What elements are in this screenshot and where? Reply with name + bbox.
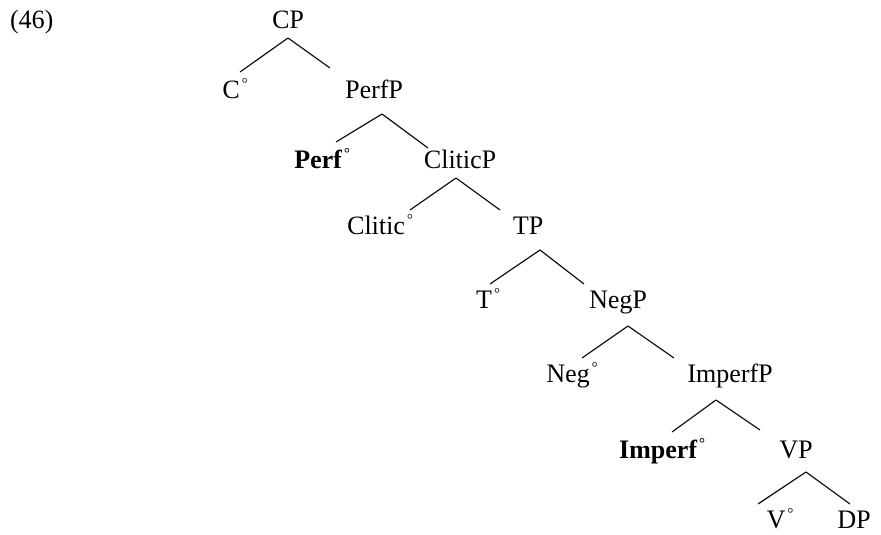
node-label: TP	[513, 211, 543, 240]
node-c0: C°	[222, 75, 247, 104]
node-label: CP	[272, 5, 304, 34]
node-label: Neg	[546, 359, 589, 388]
tree-edges	[239, 37, 851, 505]
node-label: Perf	[294, 145, 342, 174]
degree-mark: °	[592, 360, 598, 376]
example-number: (46)	[10, 5, 53, 34]
tree-edge-TP-NegP	[539, 249, 585, 285]
node-t0: T°	[476, 285, 500, 314]
tree-edge-TP-T0	[489, 249, 541, 285]
node-label: C	[222, 75, 239, 104]
tree-edge-ImperfP-VP	[715, 399, 761, 431]
node-label: CliticP	[424, 145, 496, 174]
node-tp: TP	[513, 211, 543, 240]
node-clitic0: Clitic°	[347, 211, 413, 240]
node-label: VP	[779, 435, 812, 464]
tree-edge-VP-V0	[757, 471, 807, 505]
node-cliticp: CliticP	[424, 145, 496, 174]
degree-mark: °	[407, 212, 413, 228]
tree-edge-CliticP-Clitic0	[409, 177, 457, 211]
tree-edge-PerfP-CliticP	[381, 113, 429, 149]
tree-nodes: CPC°PerfPPerf°CliticPClitic°TPT°NegPNeg°…	[222, 5, 870, 534]
degree-mark: °	[344, 146, 350, 162]
degree-mark: °	[787, 506, 793, 522]
node-label: NegP	[589, 285, 647, 314]
tree-edge-VP-DP	[805, 471, 851, 505]
node-label: PerfP	[345, 75, 403, 104]
node-imperfp: ImperfP	[687, 359, 772, 388]
node-neg0: Neg°	[546, 359, 597, 388]
node-v0: V°	[767, 505, 794, 534]
tree-edge-NegP-Neg0	[581, 325, 629, 359]
tree-edge-ImperfP-Imperf0	[671, 399, 717, 433]
tree-edge-CP-C0	[239, 37, 289, 73]
node-dp: DP	[837, 505, 870, 534]
tree-edge-CliticP-TP	[455, 177, 501, 211]
node-label: ImperfP	[687, 359, 772, 388]
node-perfp: PerfP	[345, 75, 403, 104]
node-negp: NegP	[589, 285, 647, 314]
node-perf0: Perf°	[294, 145, 350, 174]
node-label: V	[767, 505, 786, 534]
node-label: Clitic	[347, 211, 405, 240]
tree-edge-PerfP-Perf0	[335, 113, 383, 143]
tree-edge-CP-PerfP	[287, 37, 331, 69]
degree-mark: °	[494, 286, 500, 302]
node-imperf0: Imperf°	[619, 435, 705, 464]
degree-mark: °	[242, 76, 248, 92]
tree-edge-NegP-ImperfP	[627, 325, 675, 359]
node-label: T	[476, 285, 492, 314]
node-label: DP	[837, 505, 870, 534]
node-cp: CP	[272, 5, 304, 34]
node-label: Imperf	[619, 435, 697, 464]
degree-mark: °	[699, 436, 705, 452]
node-vp: VP	[779, 435, 812, 464]
